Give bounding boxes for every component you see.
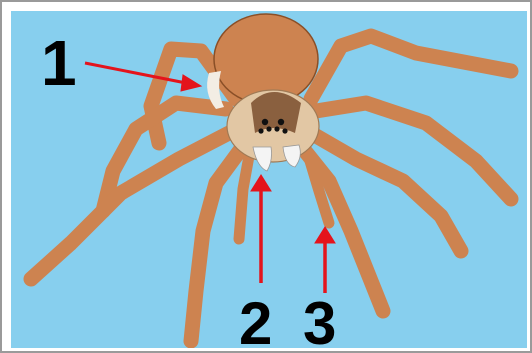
label-1: 1 bbox=[41, 27, 77, 99]
label-2: 2 bbox=[239, 290, 272, 348]
label-3: 3 bbox=[303, 290, 336, 348]
spider-illustration: 1 2 3 bbox=[11, 11, 527, 348]
spider-diagram: 1 2 3 bbox=[11, 11, 527, 348]
